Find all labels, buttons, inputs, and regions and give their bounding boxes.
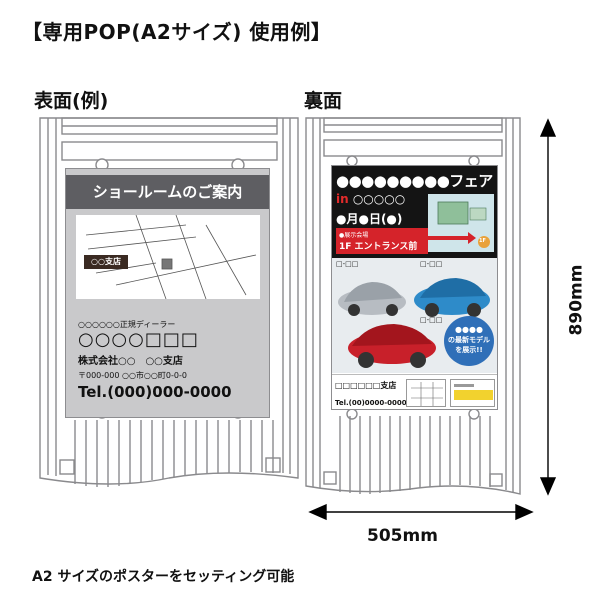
shop-address: 〒000-000 ○○市○○町0-0-0 xyxy=(78,371,187,380)
badge-line-2: の最新モデル xyxy=(448,336,490,344)
badge-line-3: を展示!! xyxy=(455,346,483,354)
car-blue xyxy=(414,278,490,317)
back-poster-footer: □□□□□□支店 Tel.(00)0000-0000 xyxy=(332,374,497,409)
dealer-text: ○○○○○○正規ディーラー xyxy=(78,320,176,329)
footer-map-illustration xyxy=(411,382,443,406)
model-label-2: □-□□ xyxy=(420,260,443,268)
fair-in: in xyxy=(336,192,349,206)
fair-date: ●月●日(●) xyxy=(336,212,403,226)
front-poster-info: ○○○○○○正規ディーラー ○○○○□□□ 株式会社○○ ○○支店 〒000-0… xyxy=(78,319,264,401)
floor-tag: 1F xyxy=(479,238,486,244)
fair-place: ○○○○○ xyxy=(348,192,406,206)
car-red xyxy=(348,324,436,368)
shop-name: 株式会社○○ ○○支店 xyxy=(78,356,183,367)
fair-title: ●●●●●●●●●フェア xyxy=(336,172,493,190)
back-label: 裏面 xyxy=(304,90,343,112)
page-heading: 【専用POP(A2サイズ) 使用例】 xyxy=(22,20,332,44)
floor-map-illustration xyxy=(428,201,490,248)
car-silver xyxy=(338,282,406,316)
footer-map xyxy=(406,379,446,407)
footer-coupon xyxy=(450,379,495,407)
car-gallery: □-□□ □-□□ □-□□ xyxy=(332,258,497,373)
front-poster-title: ショールームのご案内 xyxy=(66,175,269,209)
badge-line-1: ●●●● xyxy=(455,325,483,334)
venue-name: 1F エントランス前 xyxy=(339,242,418,252)
dealer-name: ○○○○□□□ xyxy=(78,329,199,350)
venue-label: ●展示会場 xyxy=(339,232,369,239)
model-label-1: □-□□ xyxy=(336,260,359,268)
floor-map: 1F xyxy=(428,194,494,252)
footer-tel: Tel.(00)0000-0000 xyxy=(335,399,407,407)
front-label: 表面(例) xyxy=(34,90,109,112)
map-illustration xyxy=(85,214,257,300)
venue-box: ●展示会場 1F エントランス前 xyxy=(336,228,428,254)
footer-shop: □□□□□□支店 xyxy=(335,381,397,390)
width-dimension: 505mm xyxy=(367,526,438,546)
front-poster: ショールームのご案内 ○○支店 ○○○○○○正規ディーラー ○○○○□□□ 株式… xyxy=(65,168,270,418)
fair-location: in ○○○○○ xyxy=(336,192,405,206)
height-dimension: 890mm xyxy=(566,264,587,336)
back-poster-header: ●●●●●●●●●フェア in ○○○○○ ●月●日(●) ●展示会場 1F エ… xyxy=(332,166,497,258)
car-images xyxy=(338,278,490,368)
model-label-3: □-□□ xyxy=(420,316,443,324)
new-model-badge: ●●●● の最新モデル を展示!! xyxy=(444,316,494,366)
footer-coupon-illustration xyxy=(454,384,493,400)
back-poster: ●●●●●●●●●フェア in ○○○○○ ●月●日(●) ●展示会場 1F エ… xyxy=(331,165,498,410)
front-poster-map: ○○支店 xyxy=(76,214,260,300)
map-shop-tag: ○○支店 xyxy=(84,255,128,269)
shop-tel: Tel.(000)000-0000 xyxy=(78,383,232,401)
caption: A2 サイズのポスターをセッティング可能 xyxy=(32,569,295,585)
